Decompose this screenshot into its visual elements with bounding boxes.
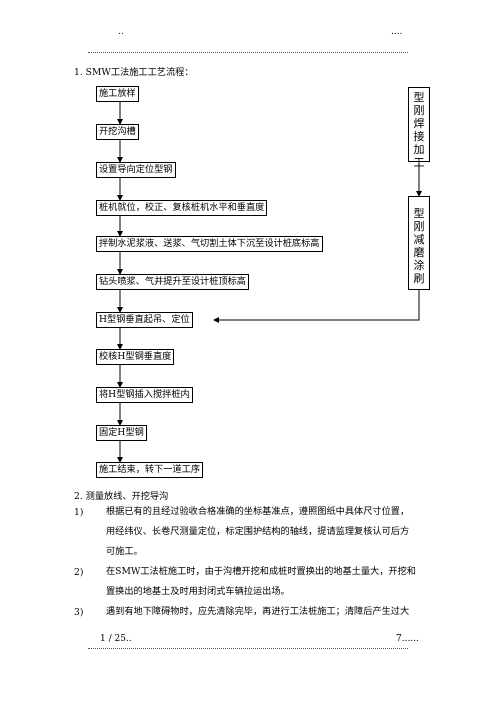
- side-box-1-char: 加: [413, 143, 425, 156]
- flow-step-10: 固定H型钢: [96, 425, 147, 441]
- item-3-text: 遇到有地下障碍物时，应先清除完毕，再进行工法桩施工；清障后产生过大: [106, 602, 409, 622]
- header-rule: [88, 52, 408, 53]
- footer-rule: [88, 648, 408, 649]
- flow-step-7: H型钢垂直起吊、定位: [96, 312, 193, 328]
- side-box-1-char: 接: [413, 130, 425, 143]
- side-box-coating: 型 刚 减 磨 涂 刷: [408, 196, 430, 290]
- side-box-1-char: 工: [413, 156, 425, 169]
- item-1-num: 1): [74, 507, 84, 518]
- side-box-1-char: 焊: [413, 117, 425, 130]
- item-2-line: 在SMW工法桩施工时，由于沟槽开挖和成桩时置换出的地基土量大，开挖和: [106, 566, 416, 577]
- item-1-line: 可施工。: [106, 546, 143, 557]
- item-3-num: 3): [74, 607, 84, 618]
- side-box-2-char: 刚: [413, 220, 425, 233]
- side-box-1-char: 刚: [413, 104, 425, 117]
- flow-step-1: 施工放样: [96, 86, 139, 102]
- header-left-text: ..: [118, 27, 124, 37]
- side-box-2-char: 减: [413, 233, 425, 246]
- side-box-2-char: 涂: [413, 259, 425, 272]
- header-right-text: ....: [391, 27, 403, 37]
- side-box-2-char: 刷: [413, 272, 425, 285]
- flow-step-5: 拌制水泥浆液、送浆、气切割土体下沉至设计桩底标高: [96, 236, 323, 252]
- flow-step-2: 开挖沟槽: [96, 124, 139, 140]
- item-2-num: 2): [74, 567, 84, 578]
- item-1-line: 用经纬仪、长卷尺测量定位，标定围护结构的轴线，提请监理复核认可后方: [106, 526, 410, 537]
- item-3-line: 遇到有地下障碍物时，应先清除完毕，再进行工法桩施工；清障后产生过大: [106, 606, 410, 617]
- item-2-text: 在SMW工法桩施工时，由于沟槽开挖和成桩时置换出的地基土量大，开挖和 置换出的地…: [106, 562, 416, 602]
- flow-step-4: 桩机就位，校正、复核桩机水平和垂直度: [96, 200, 268, 216]
- item-1-line: 根据已有的且经过验收合格准确的坐标基准点，遵照图纸中具体尺寸位置，: [106, 506, 410, 517]
- flow-step-11: 施工结束，转下一道工序: [96, 462, 204, 478]
- side-box-welding: 型 刚 焊 接 加 工: [408, 87, 430, 169]
- section2-title: 2. 测量放线、开挖导沟: [74, 491, 169, 502]
- item-2-line: 置换出的地基土及时用封闭式车辆拉运出场。: [106, 586, 290, 597]
- flow-step-9: 将H型钢插入搅拌桩内: [96, 387, 193, 403]
- side-box-2-char: 磨: [413, 246, 425, 259]
- footer-right-text: 7......: [396, 634, 419, 644]
- flow-step-8: 校核H型钢垂直度: [96, 349, 175, 365]
- footer-left-text: 1 / 25..: [100, 634, 132, 644]
- side-box-1-char: 型: [413, 91, 425, 104]
- section1-title: 1. SMW工法施工工艺流程：: [74, 67, 194, 78]
- arrow-side-return: [213, 290, 420, 323]
- flow-step-3: 设置导向定位型钢: [96, 162, 176, 178]
- flow-step-6: 钻头喷浆、气并提升至设计桩顶标高: [96, 274, 249, 290]
- side-box-2-char: 型: [413, 207, 425, 220]
- item-1-text: 根据已有的且经过验收合格准确的坐标基准点，遵照图纸中具体尺寸位置， 用经纬仪、长…: [106, 502, 409, 562]
